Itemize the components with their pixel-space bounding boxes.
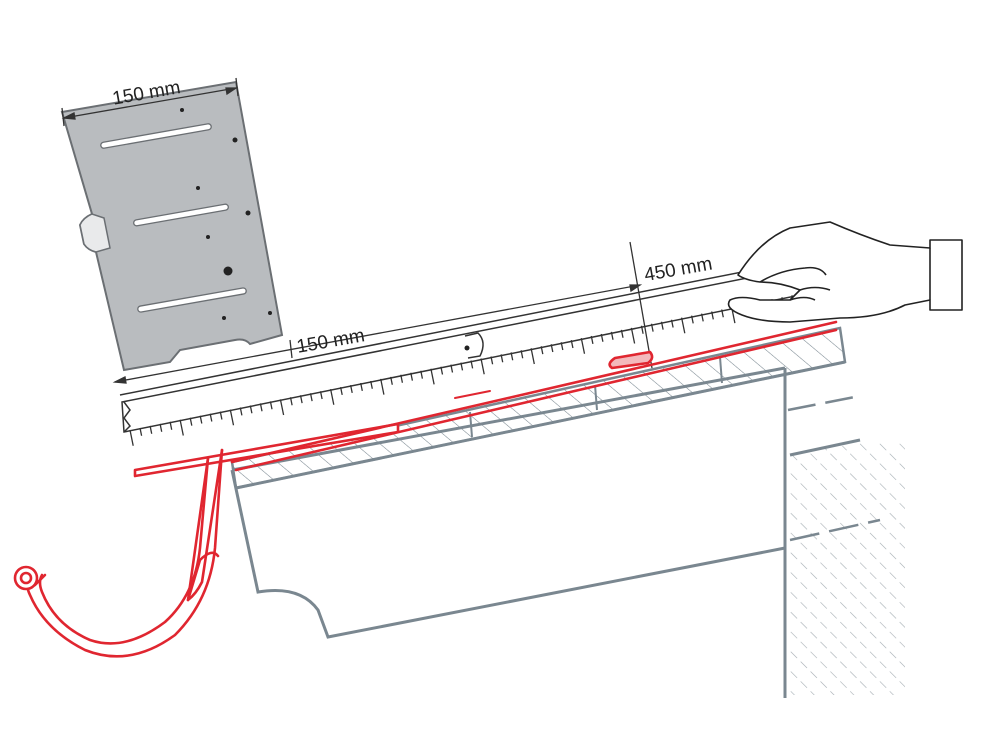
- roof-decking: [230, 326, 847, 490]
- wall-section: [783, 368, 905, 698]
- roof-structure: [230, 326, 905, 698]
- ruler-tick: [289, 397, 293, 406]
- dimension-fold-distance: [629, 241, 653, 369]
- ruler-tick: [219, 411, 223, 420]
- ruler-tick: [279, 399, 285, 416]
- ruler-tick: [470, 360, 474, 369]
- ruler-tick: [209, 413, 213, 422]
- ruler-tick: [249, 405, 253, 414]
- ruler-tick: [450, 364, 454, 373]
- ruler-tick: [460, 362, 464, 371]
- ruler-tick: [510, 352, 514, 361]
- ruler-tick: [269, 401, 273, 410]
- ruler-tick: [129, 429, 134, 446]
- ruler-tick: [169, 421, 173, 430]
- ruler-tick: [540, 346, 544, 355]
- ruler-tick: [159, 423, 163, 432]
- ruler-tick: [530, 348, 535, 365]
- ruler-tick: [329, 388, 335, 405]
- ruler-tick: [680, 317, 686, 334]
- ruler-tick: [570, 339, 574, 349]
- ruler-tick: [490, 356, 494, 365]
- ruler-tick: [670, 319, 674, 328]
- ruler-tick: [430, 368, 435, 385]
- ruler-tick: [560, 342, 564, 351]
- ruler-tick: [500, 354, 504, 363]
- ruler-tick: [390, 376, 393, 385]
- ruler-tick: [700, 313, 704, 322]
- ruler-tick: [299, 395, 303, 404]
- ruler-tick: [610, 331, 614, 340]
- ruler-tick: [690, 315, 694, 324]
- ruler-tick: [480, 358, 485, 375]
- ruler-tick: [650, 323, 654, 332]
- ruler-tick: [600, 333, 604, 342]
- ruler-tick: [339, 386, 343, 396]
- ruler-tick: [550, 344, 554, 353]
- ruler-tick: [319, 391, 323, 400]
- ruler-tick: [199, 415, 203, 424]
- ruler-tick: [139, 427, 143, 436]
- ruler-tick: [179, 419, 184, 436]
- ruler-tick: [620, 329, 624, 338]
- ruler-tick: [229, 409, 235, 426]
- ruler-tick: [640, 325, 644, 334]
- dimension-template-width: [61, 77, 239, 127]
- ruler-tick: [400, 374, 404, 383]
- ruler-tick: [189, 417, 193, 426]
- gutter-and-flashing: [13, 320, 838, 658]
- ruler-tick: [259, 403, 263, 412]
- ruler-tick: [420, 370, 424, 379]
- ruler-tick: [149, 425, 153, 434]
- ruler-tick: [660, 321, 664, 330]
- ruler-tick: [360, 382, 363, 392]
- ruler-tick: [630, 327, 636, 344]
- hand-icon: [727, 221, 963, 323]
- ruler-tick: [370, 380, 373, 389]
- ruler-tick: [580, 337, 586, 354]
- ruler-tick: [239, 407, 243, 416]
- ruler-tick: [309, 393, 313, 402]
- ruler-tick: [520, 350, 524, 359]
- ruler-tick: [349, 384, 353, 394]
- ruler-tick: [721, 309, 724, 318]
- ruler-tick: [590, 335, 594, 345]
- ruler-tick: [711, 311, 714, 320]
- ruler-tick: [380, 378, 385, 395]
- ruler-tick: [440, 366, 444, 375]
- ruler-tick: [410, 372, 414, 381]
- dimension-label-fold-distance: 450 mm: [643, 253, 714, 286]
- bracket-template: [60, 80, 284, 372]
